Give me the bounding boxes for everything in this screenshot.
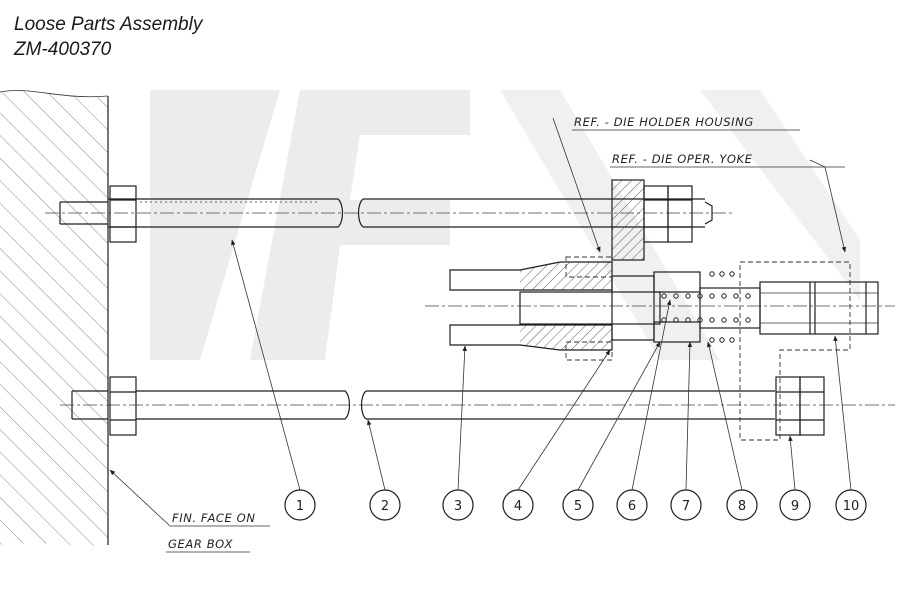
balloon-1 xyxy=(284,489,316,521)
balloon-9 xyxy=(779,489,811,521)
balloon-5-label: 5 xyxy=(574,499,582,514)
balloon-5 xyxy=(562,489,594,521)
balloon-3-label: 3 xyxy=(454,499,462,514)
gear-box-wall xyxy=(0,90,109,546)
callout-die-holder-housing: REF. - DIE HOLDER HOUSING xyxy=(574,115,754,129)
balloon-6-label: 6 xyxy=(628,499,636,514)
balloon-7 xyxy=(670,489,702,521)
balloon-10-label: 10 xyxy=(843,499,860,514)
upper-plate-and-nut xyxy=(611,179,693,261)
balloon-1-label: 1 xyxy=(296,499,304,514)
balloon-9-label: 9 xyxy=(791,499,799,514)
balloon-6 xyxy=(616,489,648,521)
balloons: 1 2 3 4 5 6 7 8 9 10 xyxy=(284,489,867,521)
drawing-number: ZM-400370 xyxy=(14,39,112,60)
callout-die-oper-yoke: REF. - DIE OPER. YOKE xyxy=(612,152,753,166)
title-block: Loose Parts Assembly ZM-400370 xyxy=(14,12,202,62)
balloon-3 xyxy=(442,489,474,521)
balloon-7-label: 7 xyxy=(682,499,690,514)
lower-stud-rod xyxy=(60,376,895,436)
callout-fin-face: FIN. FACE ON xyxy=(172,511,256,525)
balloon-4 xyxy=(502,489,534,521)
callout-leaders xyxy=(109,117,852,553)
oper-yoke-outline xyxy=(739,261,851,441)
balloon-8 xyxy=(726,489,758,521)
balloon-8-label: 8 xyxy=(738,499,746,514)
balloon-2-label: 2 xyxy=(381,499,389,514)
die-assembly xyxy=(425,261,895,351)
balloon-10 xyxy=(835,489,867,521)
balloon-4-label: 4 xyxy=(514,499,522,514)
callout-gear-box: GEAR BOX xyxy=(168,537,234,551)
balloon-2 xyxy=(369,489,401,521)
watermark xyxy=(150,90,860,360)
drawing-title: Loose Parts Assembly xyxy=(14,14,203,35)
